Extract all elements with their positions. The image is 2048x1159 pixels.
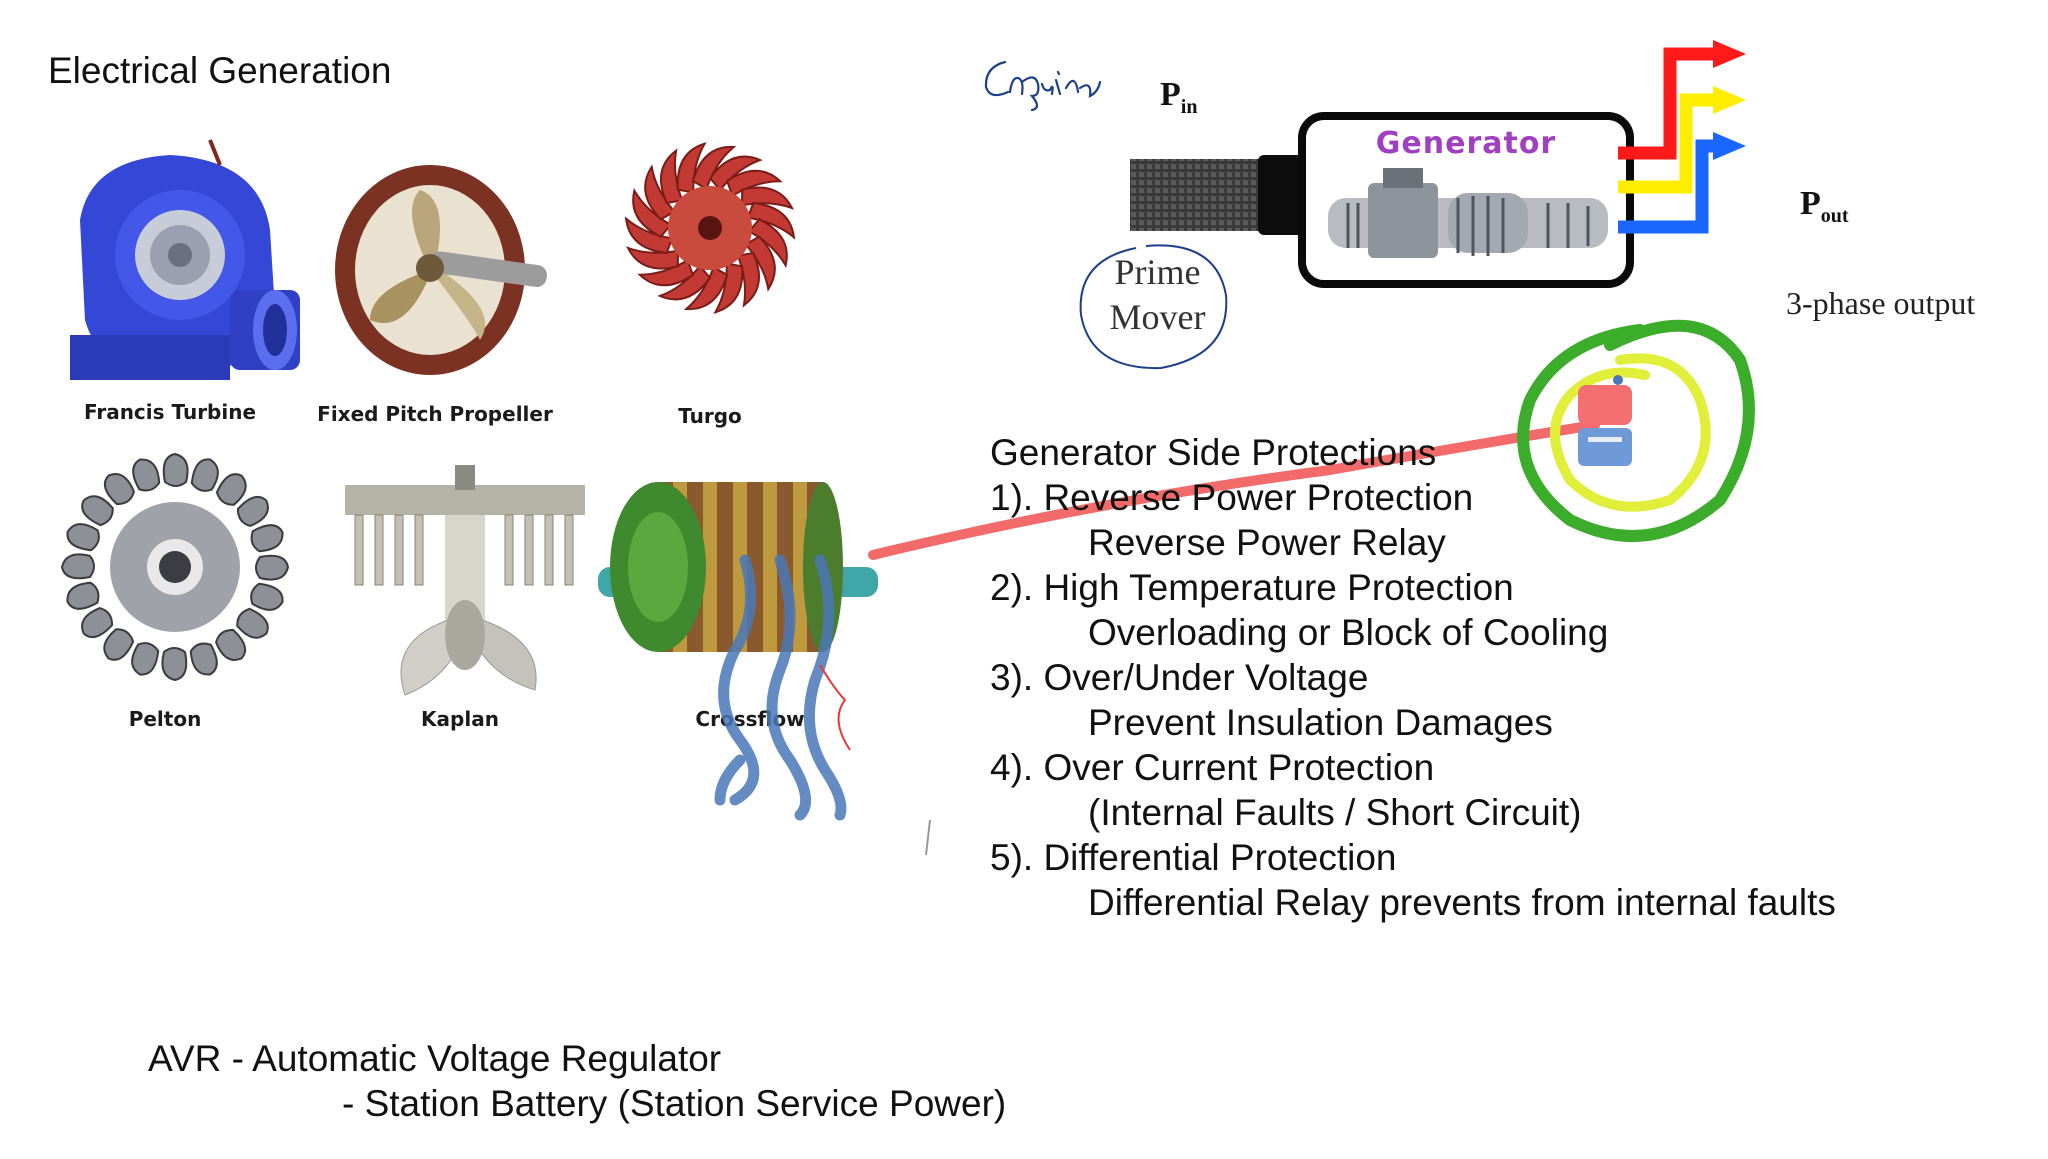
p-out-label: Pout: [1800, 185, 1849, 228]
protection-item-detail: (Internal Faults / Short Circuit): [1088, 792, 1582, 833]
protection-item-title: 3). Over/Under Voltage: [990, 657, 1369, 698]
pelton-bucket: [250, 524, 284, 553]
output-label: 3-phase output: [1786, 285, 1976, 321]
pelton-bucket: [250, 582, 284, 611]
pelton-image: [60, 452, 290, 682]
relay-circle-annotation: [1517, 319, 1755, 542]
propeller-image: [335, 165, 547, 375]
pelton-bucket: [255, 554, 290, 581]
pelton-bucket: [66, 581, 100, 610]
turbine-label: Francis Turbine: [83, 400, 257, 424]
pelton-bucket: [60, 553, 95, 580]
water-flow-annotation: [714, 554, 847, 821]
p-in-label: Pin: [1160, 76, 1197, 119]
slide-title: Electrical Generation: [48, 50, 392, 91]
turbine-label: Crossflow: [695, 707, 805, 731]
generator-box: Generator: [1298, 112, 1634, 288]
protection-item-title: 1). Reverse Power Protection: [990, 477, 1474, 518]
crossflow-image: [598, 482, 878, 652]
turbine-label: Pelton: [128, 707, 202, 731]
francis-turbine-image: [70, 139, 300, 380]
pelton-bucket: [215, 628, 247, 661]
pelton-bucket: [81, 607, 114, 639]
turgo-blade: [691, 145, 737, 191]
protection-item-title: 4). Over Current Protection: [990, 747, 1435, 788]
prime-mover-shaft: [1130, 155, 1305, 235]
pelton-bucket: [81, 495, 114, 527]
prime-mover-line-2: Mover: [1109, 297, 1206, 337]
protections-heading: Generator Side Protections: [990, 432, 1437, 473]
protection-item-detail: Differential Relay prevents from interna…: [1088, 882, 1836, 923]
turgo-image: [624, 142, 796, 314]
generator-label: Generator: [1375, 126, 1557, 161]
red-connector-annotation: [868, 420, 1600, 560]
pelton-bucket: [236, 495, 269, 527]
red-arrow-annotation: [819, 664, 851, 751]
prime-mover-line-1: Prime: [1114, 252, 1201, 292]
p-in-subscript: in: [1180, 95, 1198, 118]
handwritten-note-text: engine: [960, 40, 963, 41]
pelton-bucket: [131, 642, 160, 676]
p-out-symbol: P: [1800, 185, 1821, 222]
protection-item-detail: Prevent Insulation Damages: [1088, 702, 1553, 743]
pelton-bucket: [161, 647, 188, 682]
pelton-bucket: [190, 458, 219, 492]
turbine-label: Turgo: [678, 404, 742, 428]
station-battery-note: - Station Battery (Station Service Power…: [342, 1083, 1007, 1124]
protection-item-title: 5). Differential Protection: [990, 837, 1397, 878]
protection-item-title: 2). High Temperature Protection: [990, 567, 1514, 608]
pelton-bucket: [236, 607, 269, 639]
protections-list: Generator Side Protections 1). Reverse P…: [990, 430, 1836, 925]
prime-mover-circle: [1079, 244, 1228, 370]
prime-mover-label: Prime Mover: [1100, 250, 1215, 340]
three-phase-arrows: [1618, 40, 1746, 234]
handwritten-note: [984, 60, 1102, 112]
pelton-bucket: [103, 473, 135, 506]
turbine-label: Fixed Pitch Propeller: [317, 402, 553, 426]
pelton-bucket: [189, 642, 218, 676]
pelton-bucket: [215, 473, 247, 506]
protection-item-detail: Reverse Power Relay: [1088, 522, 1446, 563]
kaplan-image: [345, 465, 585, 696]
turbine-gallery: Francis Turbine Fixed Pitch Propeller: [40, 100, 600, 740]
generator-machine-image: [1328, 168, 1608, 258]
p-in-symbol: P: [1160, 76, 1181, 113]
pelton-bucket: [103, 628, 135, 661]
avr-note: AVR - Automatic Voltage Regulator: [148, 1038, 722, 1079]
pelton-bucket: [162, 452, 189, 487]
pelton-bucket: [132, 458, 161, 492]
pelton-bucket: [66, 523, 100, 552]
turbine-label: Kaplan: [421, 707, 499, 731]
generator-diagram: engine Pin Generator: [960, 40, 2020, 400]
p-out-subscript: out: [1820, 204, 1849, 227]
protection-item-detail: Overloading or Block of Cooling: [1088, 612, 1609, 653]
